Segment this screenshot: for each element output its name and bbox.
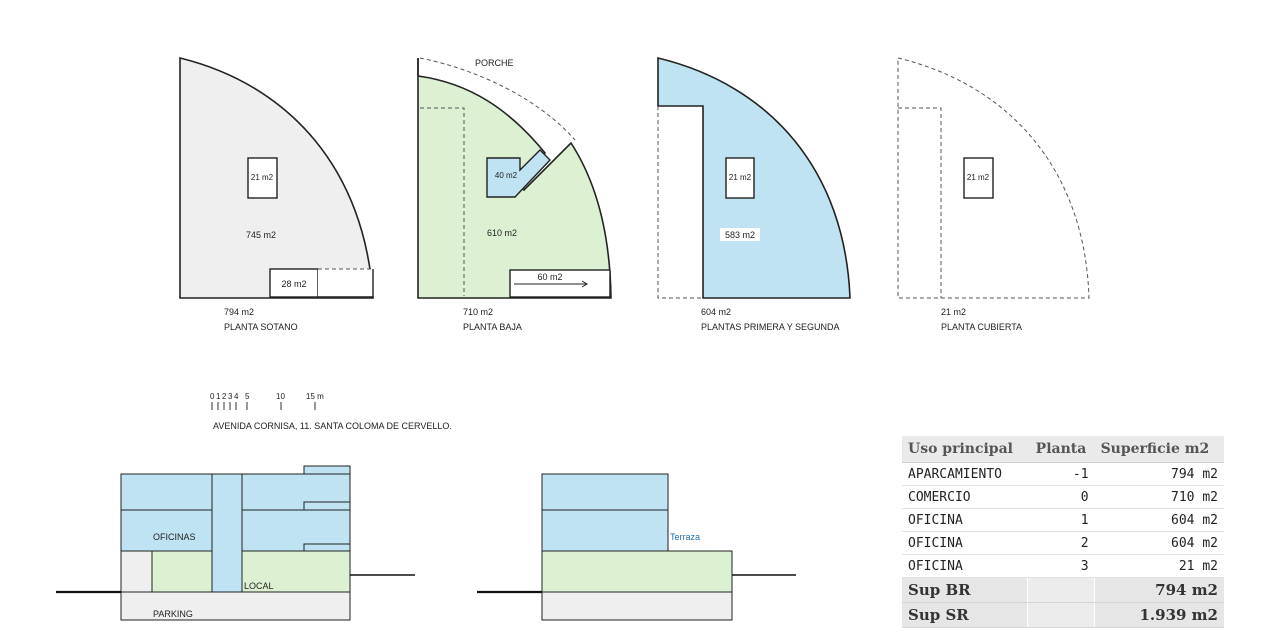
section-label-terraza: Terraza bbox=[670, 532, 700, 542]
section-left-ground-grey bbox=[120, 550, 153, 593]
table-cell-planta: -1 bbox=[1027, 462, 1095, 486]
plan-baja-core bbox=[486, 149, 551, 198]
plan-baja-arrow bbox=[514, 280, 588, 288]
plan-sotano-edge bbox=[318, 269, 374, 298]
section-right-office-1 bbox=[541, 509, 669, 552]
table-summary-row: Sup SR 1.939 m2 bbox=[902, 602, 1224, 628]
plan-ps-name: PLANTAS PRIMERA Y SEGUNDA bbox=[701, 322, 840, 332]
section-right-base bbox=[541, 591, 733, 621]
plan-ps-main-area: 583 m2 bbox=[725, 230, 755, 240]
plan-baja-dashed-inner bbox=[420, 107, 465, 296]
plan-primera-segunda: 21 m2 583 m2 604 m2 PLANTAS PRIMERA Y SE… bbox=[657, 56, 851, 332]
scale-bar: 0 1 2 3 4 5 10 15 m AVENIDA CORNISA, 11.… bbox=[210, 392, 452, 431]
table-cell-uso: APARCAMIENTO bbox=[902, 462, 1028, 486]
table-header-uso: Uso principal bbox=[902, 436, 1028, 463]
table-header-superficie: Superficie m2 bbox=[1094, 436, 1224, 463]
table-cell-uso: OFICINA bbox=[902, 554, 1028, 578]
plan-cubierta-total: 21 m2 bbox=[941, 307, 966, 317]
table-summary-value: 1.939 m2 bbox=[1094, 602, 1224, 628]
table-row: APARCAMIENTO -1 794 m2 bbox=[902, 462, 1224, 486]
plan-baja-name: PLANTA BAJA bbox=[463, 322, 522, 332]
table-cell-superficie: 604 m2 bbox=[1094, 508, 1224, 532]
plan-baja-total: 710 m2 bbox=[463, 307, 493, 317]
plan-cubierta-core-area: 21 m2 bbox=[967, 173, 990, 182]
table-cell-superficie: 604 m2 bbox=[1094, 531, 1224, 555]
section-right: Terraza bbox=[477, 473, 796, 621]
plan-baja-porch-label: PORCHE bbox=[475, 58, 514, 68]
table-cell-superficie: 710 m2 bbox=[1094, 485, 1224, 509]
table-summary-label: Sup BR bbox=[902, 577, 1028, 603]
plan-sotano-name: PLANTA SOTANO bbox=[224, 322, 298, 332]
plan-sotano-room-ext bbox=[318, 269, 373, 297]
table-cell-planta: 3 bbox=[1027, 554, 1095, 578]
scale-tick-label: 4 bbox=[234, 392, 239, 401]
plan-ps-dashed bbox=[657, 106, 703, 299]
table-cell-planta: 0 bbox=[1027, 485, 1095, 509]
section-right-office-2 bbox=[541, 473, 669, 511]
section-left-local bbox=[151, 543, 351, 593]
surface-table: Uso principal Planta Superficie m2 APARC… bbox=[902, 436, 1224, 628]
plan-cubierta-name: PLANTA CUBIERTA bbox=[941, 322, 1022, 332]
table-row: COMERCIO 0 710 m2 bbox=[902, 485, 1224, 509]
table-cell-superficie: 794 m2 bbox=[1094, 462, 1224, 486]
section-left-floor-lines bbox=[242, 501, 350, 552]
plan-baja-room-area: 60 m2 bbox=[537, 272, 562, 282]
plan-sotano-room bbox=[269, 268, 319, 298]
scale-tick-label: 0 bbox=[210, 392, 215, 401]
plan-sotano-core-area: 21 m2 bbox=[251, 173, 274, 182]
table-cell-planta: 2 bbox=[1027, 531, 1095, 555]
scale-tick-label: 15 m bbox=[306, 392, 324, 401]
plan-ps-total: 604 m2 bbox=[701, 307, 731, 317]
table-summary-value: 794 m2 bbox=[1094, 577, 1224, 603]
table-header-row: Uso principal Planta Superficie m2 bbox=[902, 436, 1224, 463]
table-summary-spacer bbox=[1026, 602, 1096, 628]
plan-cubierta-core bbox=[963, 157, 994, 199]
section-right-ground bbox=[541, 550, 733, 593]
table-row: OFICINA 3 21 m2 bbox=[902, 554, 1224, 578]
plan-baja-core-area: 40 m2 bbox=[495, 171, 518, 180]
scale-tick-label: 3 bbox=[228, 392, 233, 401]
plan-sotano-core bbox=[247, 157, 278, 199]
table-summary-label: Sup SR bbox=[902, 602, 1028, 628]
plan-sotano-room-area: 28 m2 bbox=[281, 279, 306, 289]
section-label-local: LOCAL bbox=[244, 581, 274, 591]
plan-sotano-total: 794 m2 bbox=[224, 307, 254, 317]
section-label-parking: PARKING bbox=[153, 609, 193, 619]
plan-baja-porch-outline bbox=[419, 57, 576, 141]
table-row: OFICINA 1 604 m2 bbox=[902, 508, 1224, 532]
table-cell-uso: OFICINA bbox=[902, 531, 1028, 555]
plan-ps-label-bg bbox=[720, 228, 760, 241]
scale-tick-label: 5 bbox=[245, 392, 250, 401]
plan-ps-core-area: 21 m2 bbox=[729, 173, 752, 182]
plan-baja-main-area: 610 m2 bbox=[487, 228, 517, 238]
table-summary-spacer bbox=[1026, 577, 1096, 603]
scale-tick-label: 10 bbox=[276, 392, 285, 401]
plan-cubierta-outline bbox=[897, 57, 1090, 299]
plan-baja: 40 m2 610 m2 60 m2 PORCHE 710 m2 PLANTA … bbox=[417, 57, 612, 332]
plan-sotano: 21 m2 745 m2 28 m2 794 m2 PLANTA SOTANO bbox=[179, 56, 374, 332]
plan-sotano-main-area: 745 m2 bbox=[246, 230, 276, 240]
plan-ps-core bbox=[725, 157, 755, 199]
scale-ticks bbox=[211, 402, 316, 410]
plan-cubierta-inner-dashed bbox=[898, 107, 942, 298]
scale-tick-label: 2 bbox=[222, 392, 227, 401]
plan-cubierta: 21 m2 21 m2 PLANTA CUBIERTA bbox=[897, 57, 1090, 332]
table-row: OFICINA 2 604 m2 bbox=[902, 531, 1224, 555]
table-header-planta: Planta bbox=[1027, 436, 1095, 463]
section-left-core bbox=[211, 473, 243, 593]
section-left-roof bbox=[303, 465, 351, 475]
table-cell-uso: OFICINA bbox=[902, 508, 1028, 532]
section-left: OFICINAS LOCAL PARKING bbox=[56, 465, 415, 621]
table-summary-row: Sup BR 794 m2 bbox=[902, 577, 1224, 603]
table-cell-superficie: 21 m2 bbox=[1094, 554, 1224, 578]
scale-tick-label: 1 bbox=[216, 392, 221, 401]
address-text: AVENIDA CORNISA, 11. SANTA COLOMA DE CER… bbox=[213, 421, 452, 431]
table-cell-planta: 1 bbox=[1027, 508, 1095, 532]
table-cell-uso: COMERCIO bbox=[902, 485, 1028, 509]
section-label-oficinas: OFICINAS bbox=[153, 532, 196, 542]
